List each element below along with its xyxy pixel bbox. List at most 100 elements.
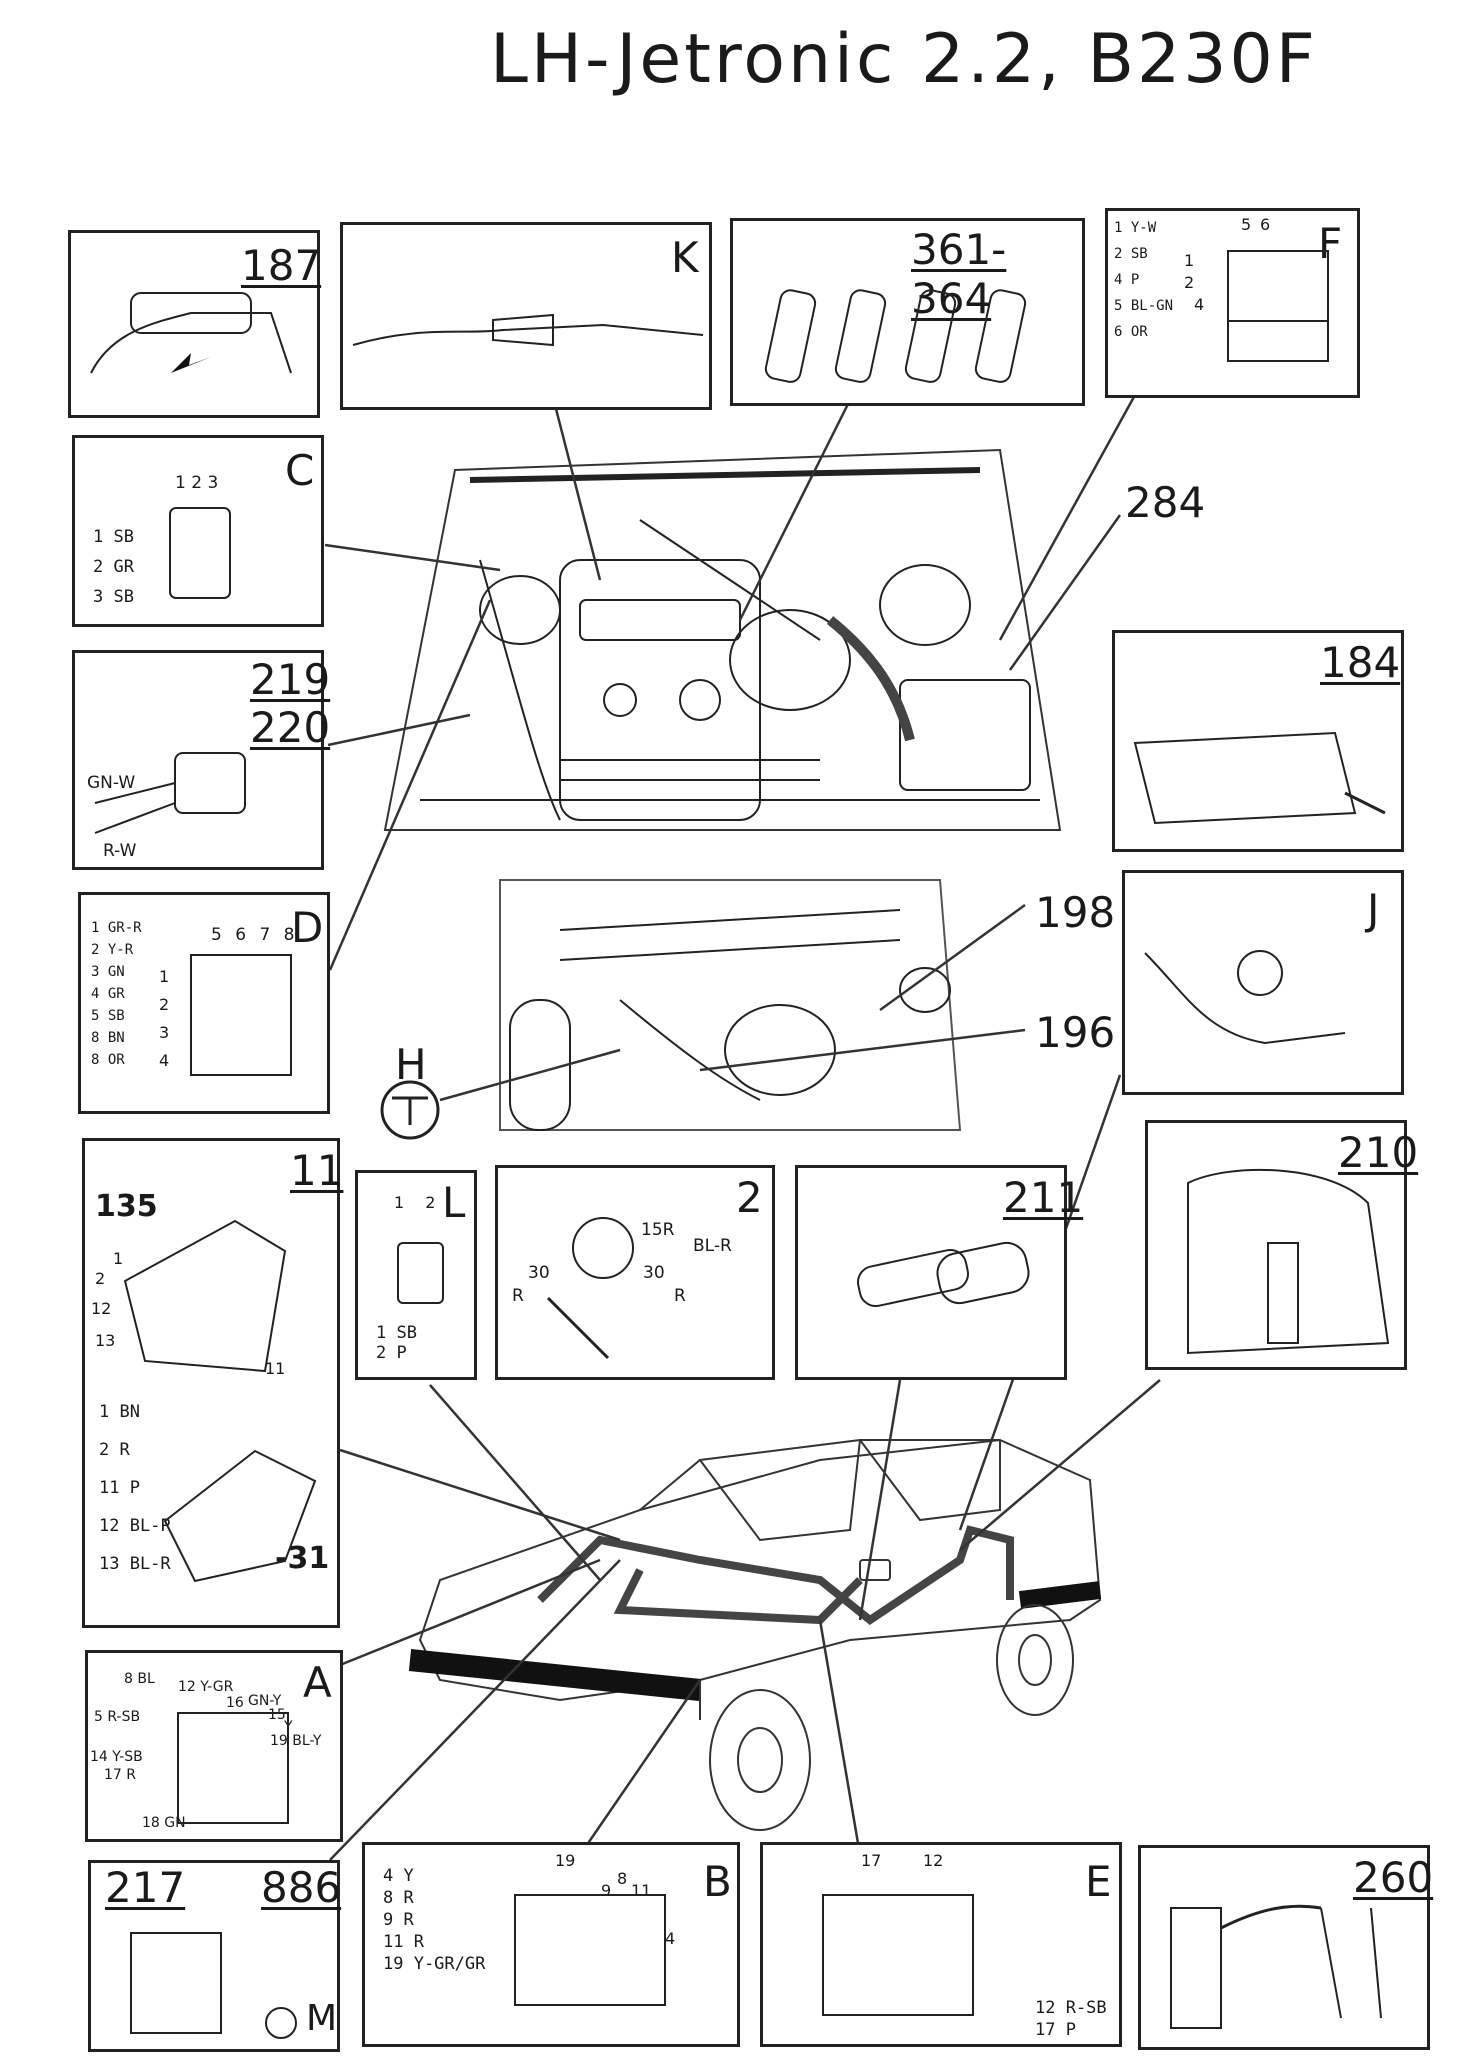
pin-label: 8 (617, 1869, 628, 1888)
pin-labels: 1 2 3 (175, 473, 219, 493)
ground-label: -31 (275, 1541, 330, 1576)
component-id: F (1318, 219, 1343, 268)
engine-bay-illustration (383, 448, 1062, 831)
terminal-label: 30 (528, 1263, 550, 1283)
component-id: 184 (1320, 638, 1401, 687)
component-box-2: 2 15R BL-R 30 30 R R (495, 1165, 775, 1380)
component-id: 219 (250, 655, 331, 704)
wire-label: 18 GN (142, 1815, 186, 1831)
wire-label: 12 Y-GR (178, 1679, 234, 1695)
pin-labels: 1 2 (394, 1193, 444, 1212)
component-box-217-886: 217 886 M (88, 1860, 342, 2052)
ignition-switch-illustration (546, 1217, 634, 1360)
pin-label: 19 (555, 1851, 576, 1870)
fuel-tank-illustration (1187, 1168, 1390, 1355)
component-id: 187 (241, 241, 322, 290)
leader-lines (324, 394, 1161, 1861)
pin-label: 12 (91, 1299, 112, 1318)
fusebox-illustration (123, 1219, 317, 1583)
injector-illustration (764, 289, 1027, 383)
connector-illustration (822, 1894, 974, 2016)
wire-label: R-W (103, 841, 137, 861)
pin-label: 4 (1194, 295, 1205, 314)
callout-284: 284 (1125, 478, 1206, 527)
component-box-l: L 1 2 1 SB 2 P (355, 1170, 477, 1380)
component-box-j: J (1122, 870, 1404, 1095)
connector-illustration (190, 954, 292, 1076)
terminal-label: 15R (641, 1220, 675, 1240)
connector-illustration (1227, 250, 1329, 362)
connector-illustration (94, 752, 246, 834)
component-id: E (1085, 1857, 1112, 1906)
component-id: 361-364 (911, 225, 1007, 323)
connector-illustration (514, 1894, 666, 2006)
wire-label: BL-R (693, 1236, 732, 1256)
arrow-icon (171, 353, 211, 373)
component-box-e: E 17 12 12 R-SB 17 P (760, 1842, 1122, 2047)
wire-list: 4 Y 8 R 9 R 11 R 19 Y-GR/GR (383, 1866, 486, 1974)
pedal-illustration (1170, 1904, 1382, 2029)
wire-list: 12 R-SB 17 P (1035, 1998, 1107, 2040)
wire-label: 8 BL (124, 1671, 155, 1687)
component-id-secondary: 220 (250, 703, 331, 752)
pin-label: 2 (159, 995, 170, 1014)
component-id: 217 (105, 1863, 186, 1912)
pin-label: 1 (113, 1249, 124, 1268)
pin-label: 16 (226, 1695, 244, 1711)
pin-label: 4 (159, 1051, 170, 1070)
callout-h: H (395, 1040, 427, 1089)
component-box-d: D 1 GR-R 2 Y-R 3 GN 4 GR 5 SB 8 BN 8 OR … (78, 892, 330, 1114)
ground-id: M (306, 1998, 338, 2039)
pin-label: 12 (923, 1851, 944, 1870)
component-id-secondary: 886 (261, 1863, 342, 1912)
component-id: 210 (1338, 1128, 1419, 1177)
wire-list: 1 GR-R 2 Y-R 3 GN 4 GR 5 SB 8 BN 8 OR (91, 920, 142, 1068)
component-id: J (1367, 885, 1380, 934)
component-box-210: 210 (1145, 1120, 1418, 1370)
component-id: A (303, 1658, 332, 1707)
pin-label: 15 (268, 1707, 286, 1723)
component-id: 211 (1003, 1173, 1084, 1222)
wire-list: 1 SB 2 GR 3 SB (93, 527, 134, 607)
component-id: D (291, 903, 324, 952)
pin-label: 6 (1260, 215, 1271, 234)
component-id: 11 (290, 1146, 344, 1195)
engine-detail-illustration (499, 879, 962, 1131)
pin-label: 11 (265, 1359, 286, 1378)
pin-label: 9 (601, 1881, 612, 1900)
component-box-187: 187 (68, 230, 322, 418)
page-title: LH-Jetronic 2.2, B230F (490, 20, 1318, 99)
ground-symbol-h (380, 1080, 440, 1140)
pin-labels: 5 6 7 8 (211, 925, 299, 945)
wire-list: 1 BN 2 R 11 P 12 BL-P 13 BL-R (99, 1402, 171, 1574)
car-illustration (408, 1438, 1102, 1831)
wire-label: 5 R-SB (94, 1709, 141, 1725)
wire-label: GN-W (87, 773, 136, 793)
connector-illustration (397, 1242, 444, 1304)
pin-label: 4 (665, 1929, 676, 1948)
terminal-label: 30 (643, 1263, 665, 1283)
pin-label: 5 (1241, 215, 1252, 234)
connector-illustration (169, 507, 231, 599)
callout-198: 198 (1035, 888, 1116, 937)
harness-path (537, 1525, 1014, 1625)
pin-label: 2 (95, 1269, 106, 1288)
wire-list: 1 Y-W 2 SB 4 P 5 BL-GN 6 OR (1114, 220, 1174, 340)
wire-list: 1 SB 2 P (376, 1323, 417, 1363)
wire-label: GN-Y (248, 1693, 282, 1709)
component-box-k: K (340, 222, 712, 410)
connector-illustration (177, 1712, 289, 1824)
control-unit-illustration (130, 1932, 297, 2039)
pin-label: 2 (1184, 273, 1195, 292)
pin-label: 13 (95, 1331, 116, 1350)
component-id-secondary: 135 (95, 1189, 158, 1224)
wire-label: 17 R (104, 1767, 136, 1783)
wire-label: 14 Y-SB (90, 1749, 143, 1765)
callout-196: 196 (1035, 1008, 1116, 1057)
component-box-361-364: 361-364 (730, 218, 1085, 406)
component-box-a: A 8 BL 12 Y-GR 16 GN-Y 15 Y 5 R-SB 19 BL… (85, 1650, 343, 1842)
pin-label: 3 (159, 1023, 170, 1042)
component-box-f: F 1 Y-W 2 SB 4 P 5 BL-GN 6 OR 5 6 1 2 4 (1105, 208, 1360, 398)
component-id: K (671, 233, 699, 282)
